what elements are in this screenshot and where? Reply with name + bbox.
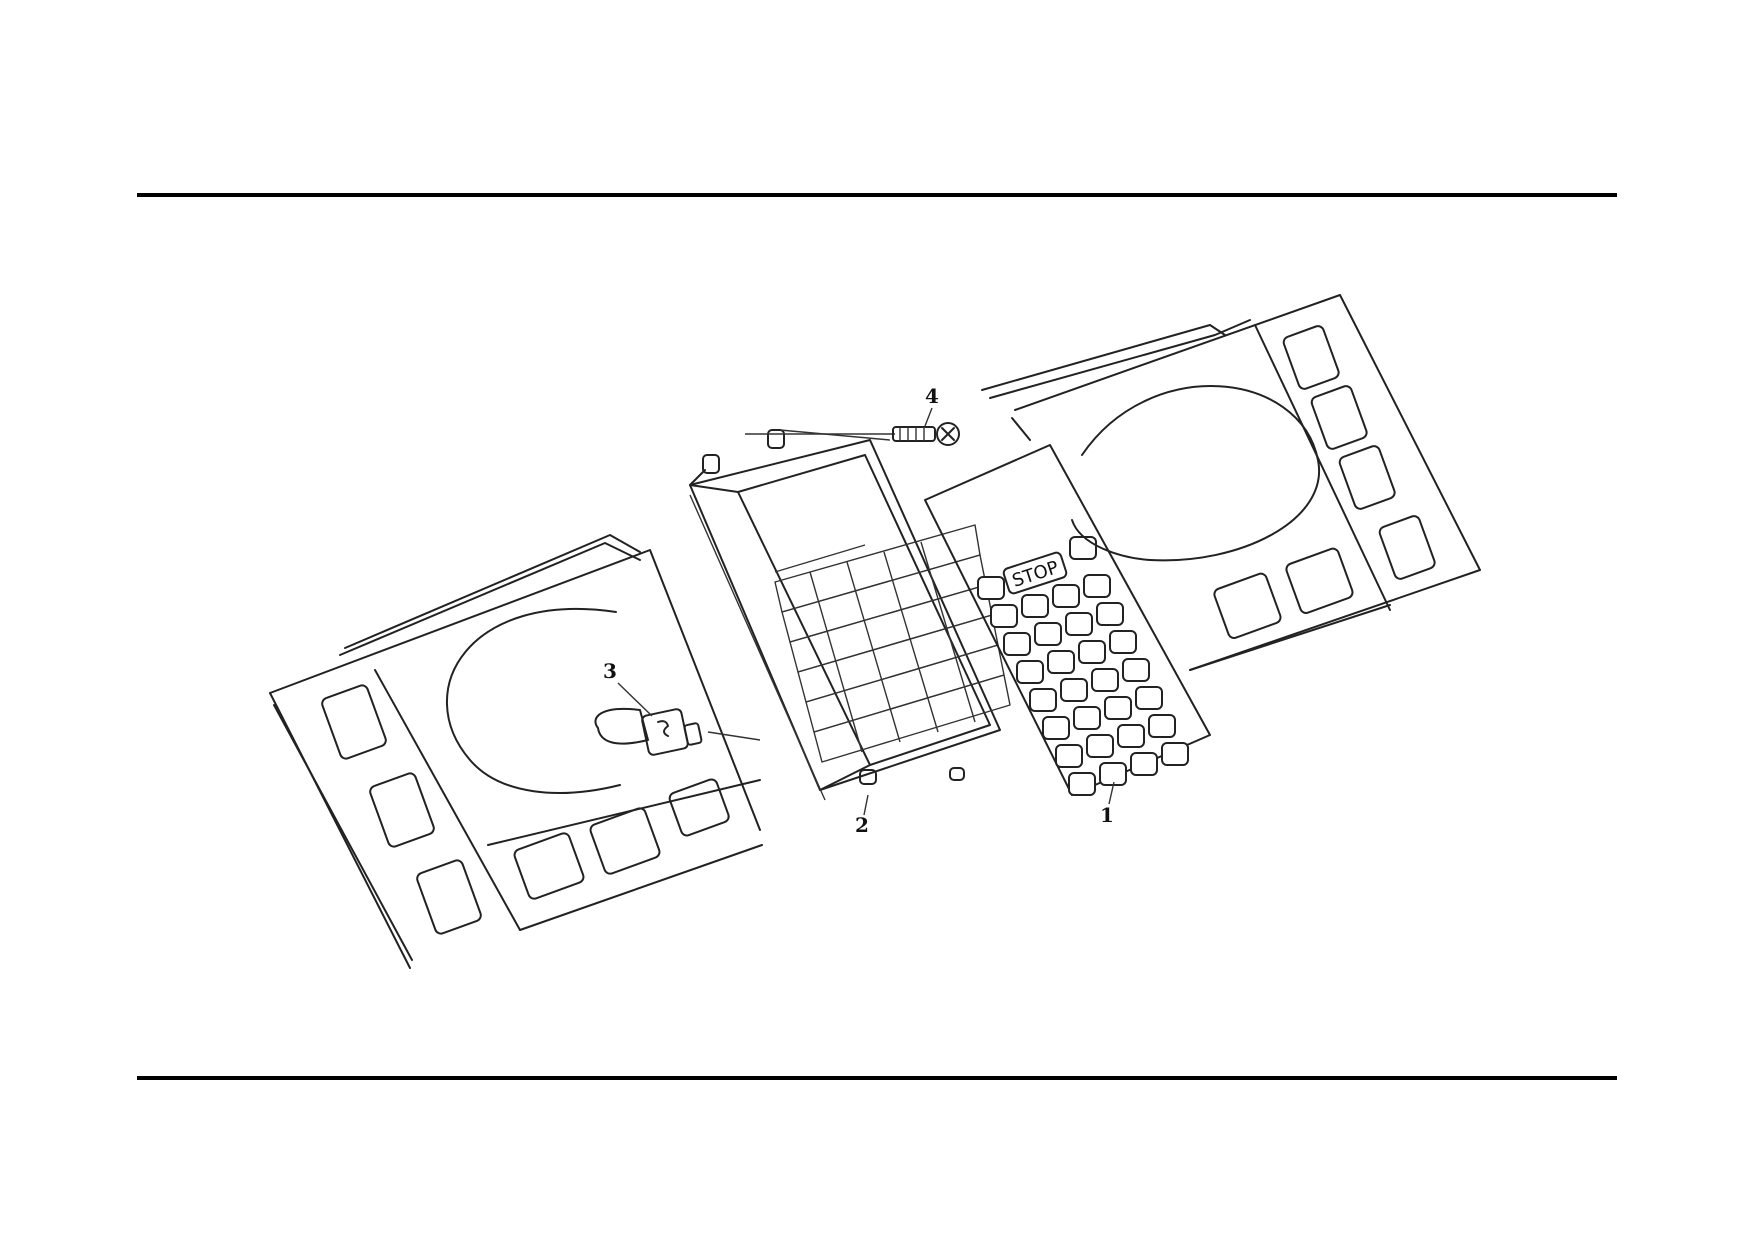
callout-3-label: 3: [603, 659, 617, 683]
right-panel-housing: [981, 294, 1481, 671]
callout-1-label: 1: [1100, 803, 1114, 827]
bulb-holder: [594, 707, 761, 756]
bezel-mounting-tabs: [702, 429, 965, 785]
callout-2: 2: [855, 794, 869, 837]
keypad-membrane: STOP: [924, 444, 1211, 796]
callout-4: 4: [924, 384, 939, 427]
left-panel-housing: [269, 534, 763, 969]
keypad-keys: [977, 536, 1189, 796]
left-panel-windows: [321, 684, 730, 935]
bottom-rule: [137, 1076, 1617, 1080]
callout-4-label: 4: [925, 384, 939, 408]
callout-1: 1: [1100, 781, 1115, 827]
screw: [745, 422, 960, 446]
right-panel-windows: [1213, 325, 1436, 639]
top-rule: [137, 193, 1617, 197]
callout-2-label: 2: [855, 813, 869, 837]
stop-key: [1002, 551, 1068, 595]
callout-3: 3: [603, 659, 653, 717]
bezel-frame: [689, 429, 1011, 801]
